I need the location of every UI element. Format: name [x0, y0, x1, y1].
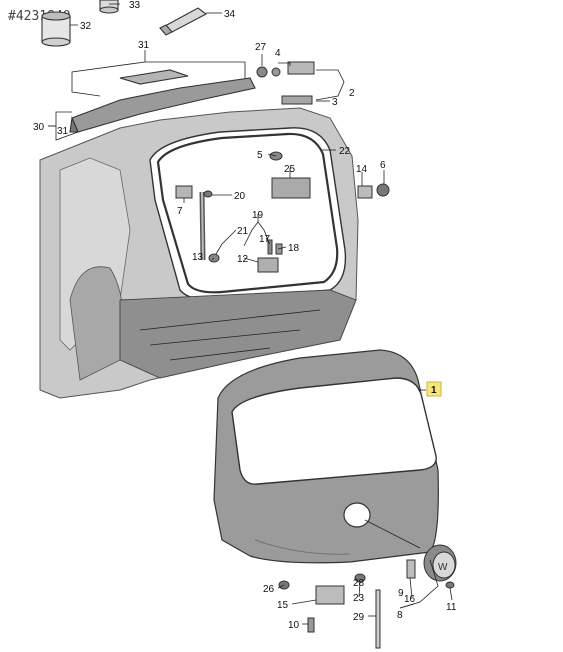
- label-part-28: 28: [353, 578, 365, 589]
- label-part-10: 10: [288, 620, 300, 631]
- label-part-11: 11: [446, 602, 457, 613]
- svg-text:W: W: [438, 562, 448, 573]
- label-part-16: 16: [404, 594, 416, 605]
- label-part-17: 17: [259, 234, 271, 245]
- label-part-23: 23: [353, 593, 365, 604]
- label-part-31-top: 31: [138, 40, 150, 51]
- rear-emblem-part-16: W: [423, 544, 457, 582]
- label-part-6: 6: [380, 160, 386, 171]
- leader-lines: [48, 3, 453, 625]
- gas-strut-part-19: [199, 191, 206, 261]
- label-part-2: 2: [349, 88, 355, 99]
- label-part-30: 30: [33, 122, 45, 133]
- label-part-12: 12: [237, 254, 249, 265]
- label-part-1: 1: [431, 385, 437, 396]
- label-part-25: 25: [284, 164, 296, 175]
- label-part-32: 32: [80, 21, 92, 32]
- label-part-20: 20: [234, 191, 246, 202]
- label-part-8: 8: [397, 610, 403, 621]
- grease-can-part-32: [41, 11, 71, 47]
- label-part-9: 9: [398, 588, 404, 599]
- label-part-26: 26: [263, 584, 275, 595]
- label-part-7: 7: [177, 206, 183, 217]
- label-part-21: 21: [237, 226, 249, 237]
- rear-spoiler-part-31: [69, 69, 256, 133]
- oil-can-part-33: [99, 0, 119, 14]
- adhesive-tube-part-34: [159, 7, 208, 36]
- label-part-19: 19: [252, 210, 264, 221]
- label-part-15: 15: [277, 600, 289, 611]
- label-part-22: 22: [339, 146, 351, 157]
- label-part-13: 13: [192, 252, 204, 263]
- label-part-4: 4: [275, 48, 281, 59]
- label-part-29: 29: [353, 612, 365, 623]
- label-part-34: 34: [224, 9, 236, 20]
- part-labels: 1 2 3 4 5 6 7 8 9 10 11 12 13 14 15 16 1…: [33, 0, 457, 631]
- label-part-33: 33: [129, 0, 141, 11]
- label-part-27: 27: [255, 42, 267, 53]
- label-highlight-1: [426, 381, 442, 397]
- label-part-18: 18: [288, 243, 300, 254]
- label-part-31-side: 31: [57, 126, 69, 137]
- label-part-14: 14: [356, 164, 368, 175]
- tailgate-part-1: [213, 349, 439, 564]
- label-part-3: 3: [332, 97, 338, 108]
- label-part-5: 5: [257, 150, 263, 161]
